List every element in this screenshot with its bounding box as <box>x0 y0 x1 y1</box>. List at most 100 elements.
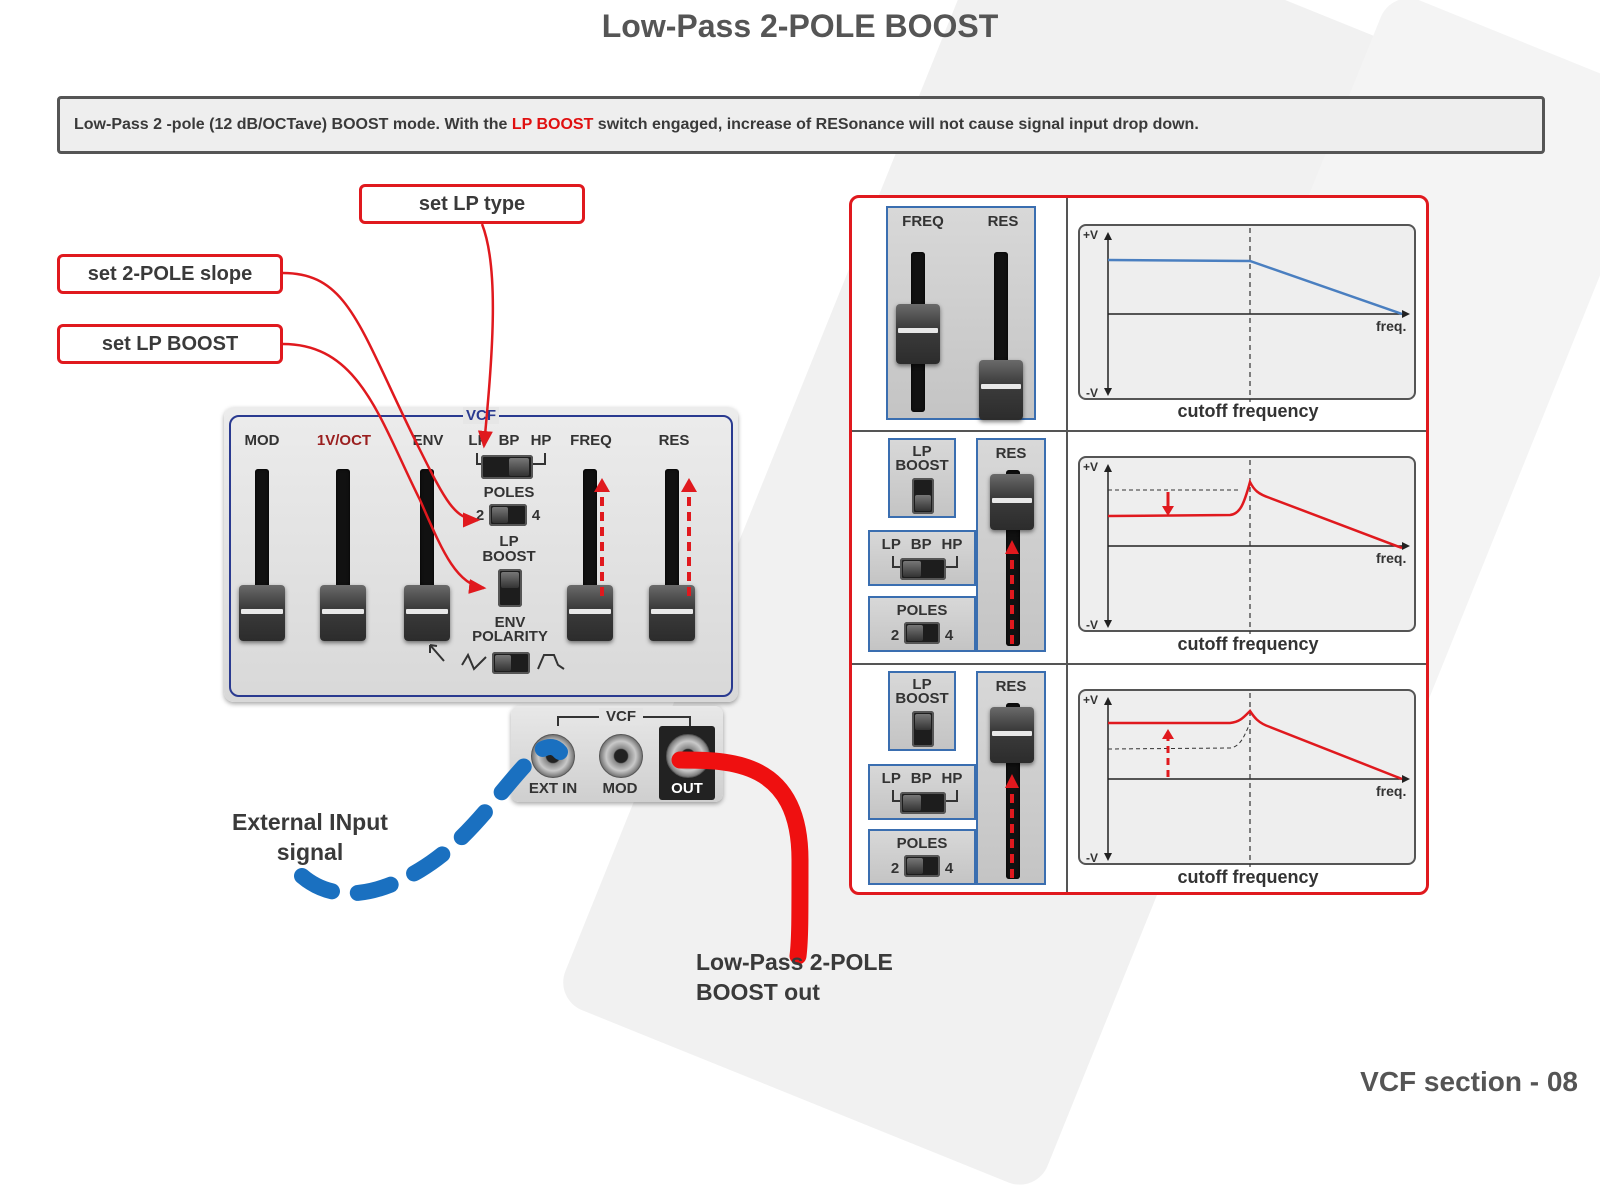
row3-lp-boost-switch[interactable] <box>912 711 934 747</box>
row3-response-svg <box>1104 693 1410 867</box>
row2-lp-boost-panel: LP BOOST <box>888 438 956 518</box>
lp-boost-switch[interactable] <box>498 569 522 607</box>
poles-label: POLES <box>483 484 535 501</box>
row2-poles-label: POLES <box>896 602 948 619</box>
row3-poles-value-4: 4 <box>944 860 954 877</box>
row3-filter-type-panel: LP BP HP <box>868 764 976 820</box>
row2-axis-x: freq. <box>1376 550 1407 566</box>
row2-axis-bottom: -V <box>1086 618 1098 632</box>
env-polarity-label-1: ENV <box>494 614 526 631</box>
ext-in-label: EXT IN <box>528 780 578 797</box>
page-title: Low-Pass 2-POLE BOOST <box>601 8 999 44</box>
description-text: Low-Pass 2 -pole (12 dB/OCTave) BOOST mo… <box>74 116 1199 133</box>
table-divider-row-2 <box>852 663 1426 665</box>
row3-axis-x: freq. <box>1376 783 1407 799</box>
env-polarity-symbols <box>429 644 565 671</box>
row2-response-graph: +V -V freq. <box>1078 456 1416 634</box>
table-divider-row-1 <box>852 430 1426 432</box>
env-polarity-switch-knob <box>495 655 511 671</box>
callout-set-lp-boost: set LP BOOST <box>57 324 283 364</box>
row3-res-label: RES <box>995 678 1027 695</box>
row1-axis-x: freq. <box>1376 318 1407 334</box>
row1-axis-top: +V <box>1083 228 1099 242</box>
row3-poles-value-2: 2 <box>890 860 900 877</box>
poles-switch-knob <box>492 507 508 523</box>
ext-in-jack[interactable] <box>531 734 575 778</box>
lp-boost-label-2: BOOST <box>482 548 536 565</box>
row2-lp-boost-label-1: LP <box>912 443 932 460</box>
poles-switch[interactable] <box>489 504 527 526</box>
filter-type-switch-knob <box>509 458 529 476</box>
1v-oct-slider-handle[interactable] <box>320 585 366 641</box>
row2-res-panel: RES <box>976 438 1046 652</box>
filter-type-bp: BP <box>498 432 520 449</box>
row1-slider-panel: FREQ RES <box>886 206 1036 420</box>
slider-label-mod: MOD <box>244 432 280 449</box>
row3-axis-bottom: -V <box>1086 851 1098 865</box>
row1-res-slider-handle[interactable] <box>979 360 1023 420</box>
callout-set-2-pole-slope: set 2-POLE slope <box>57 254 283 294</box>
row2-poles-switch-knob <box>907 625 923 641</box>
vcf-jack-panel: VCF EXT IN MOD OUT <box>511 706 723 802</box>
response-table: FREQ RES LP BOOST LP BP HP POLES 2 4 RES <box>849 195 1429 895</box>
row2-poles-value-4: 4 <box>944 627 954 644</box>
jack-panel-title: VCF <box>599 708 643 725</box>
out-jack[interactable] <box>666 734 710 778</box>
row3-lp-boost-switch-knob <box>915 714 931 730</box>
row2-filter-type-panel: LP BP HP <box>868 530 976 586</box>
row3-poles-panel: POLES 2 4 <box>868 829 976 885</box>
description-box: Low-Pass 2 -pole (12 dB/OCTave) BOOST mo… <box>57 96 1545 154</box>
row3-axis-top: +V <box>1083 693 1099 707</box>
mod-jack[interactable] <box>599 734 643 778</box>
row1-caption: cutoff frequency <box>1177 401 1319 421</box>
row2-lp-boost-switch[interactable] <box>912 478 934 514</box>
row1-response-graph: +V -V freq. <box>1078 224 1416 402</box>
row2-filter-types: LP BP HP <box>881 536 963 553</box>
row3-lp-boost-panel: LP BOOST <box>888 671 956 751</box>
row3-caption: cutoff frequency <box>1177 867 1319 887</box>
row3-res-slider-handle[interactable] <box>990 707 1034 763</box>
row2-axis-top: +V <box>1083 460 1099 474</box>
env-polarity-switch[interactable] <box>492 652 530 674</box>
section-footer: VCF section - 08 <box>1360 1066 1578 1097</box>
table-divider-vertical <box>1066 198 1068 892</box>
filter-type-switch[interactable] <box>481 455 533 479</box>
mod-slider-handle[interactable] <box>239 585 285 641</box>
row1-axis-bottom: -V <box>1086 386 1098 400</box>
mod-jack-label: MOD <box>602 780 638 797</box>
row2-poles-panel: POLES 2 4 <box>868 596 976 652</box>
row1-response-svg <box>1104 228 1410 402</box>
vcf-panel: VCF MOD 1V/OCT ENV FREQ RES LP BP HP POL… <box>224 407 738 702</box>
poles-value-4: 4 <box>531 507 541 524</box>
freq-slider-handle[interactable] <box>567 585 613 641</box>
row2-response-svg <box>1104 460 1410 634</box>
row1-freq-slider-handle[interactable] <box>896 304 940 364</box>
row3-poles-switch-knob <box>907 858 923 874</box>
row3-filter-types: LP BP HP <box>881 770 963 787</box>
env-polarity-label-2: POLARITY <box>472 628 548 645</box>
lp-boost-highlight: LP BOOST <box>511 116 594 133</box>
row1-res-label: RES <box>987 213 1019 230</box>
row3-res-panel: RES <box>976 671 1046 885</box>
res-slider-arrows <box>1005 540 1019 878</box>
row2-res-slider-handle[interactable] <box>990 474 1034 530</box>
row3-poles-label: POLES <box>896 835 948 852</box>
callout-set-lp-type: set LP type <box>359 184 585 224</box>
filter-type-hp: HP <box>530 432 552 449</box>
row2-caption: cutoff frequency <box>1177 634 1319 654</box>
row2-filter-type-switch-knob <box>903 561 921 577</box>
row3-lp-boost-label-1: LP <box>912 676 932 693</box>
row2-poles-value-2: 2 <box>890 627 900 644</box>
row2-filter-type-switch[interactable] <box>900 558 946 580</box>
lp-boost-label-1: LP <box>499 533 519 550</box>
out-label: OUT <box>671 780 703 797</box>
row3-filter-type-switch-knob <box>903 795 921 811</box>
row3-poles-switch[interactable] <box>904 855 940 877</box>
output-label: Low-Pass 2-POLE BOOST out <box>696 949 893 1005</box>
slider-label-freq: FREQ <box>570 432 612 449</box>
row2-poles-switch[interactable] <box>904 622 940 644</box>
env-slider-handle[interactable] <box>404 585 450 641</box>
row1-freq-label: FREQ <box>902 213 944 230</box>
row2-res-label: RES <box>995 445 1027 462</box>
row3-filter-type-switch[interactable] <box>900 792 946 814</box>
